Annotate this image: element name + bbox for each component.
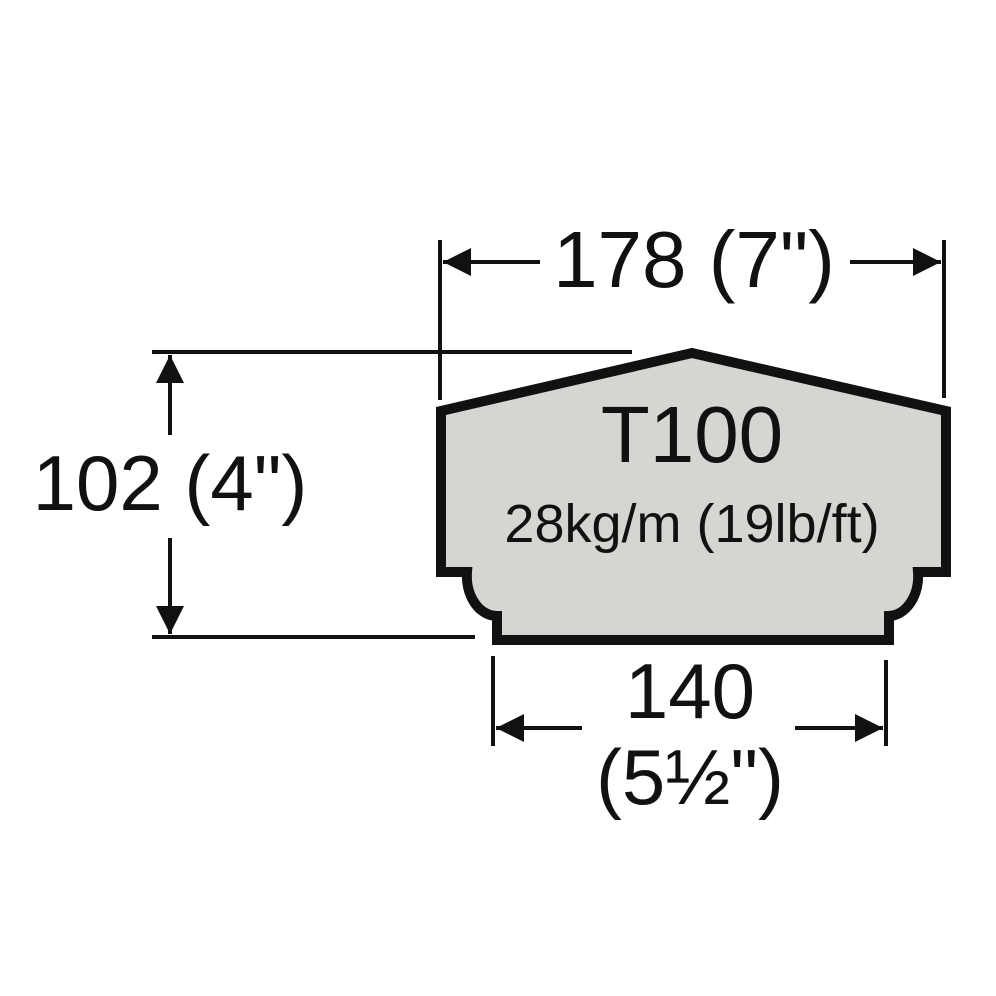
bottom-width-dimension (491, 656, 888, 746)
top-width-dimension (438, 240, 946, 400)
bottom-width-in-label: (5½") (596, 733, 784, 821)
height-label: 102 (4") (33, 439, 308, 527)
model-label: T100 (601, 390, 783, 479)
weight-label: 28kg/m (19lb/ft) (504, 494, 879, 554)
height-dimension (152, 350, 632, 639)
top-width-label: 178 (7") (553, 215, 835, 304)
bottom-width-mm-label: 140 (625, 647, 755, 735)
t100-cross-section (436, 347, 951, 645)
